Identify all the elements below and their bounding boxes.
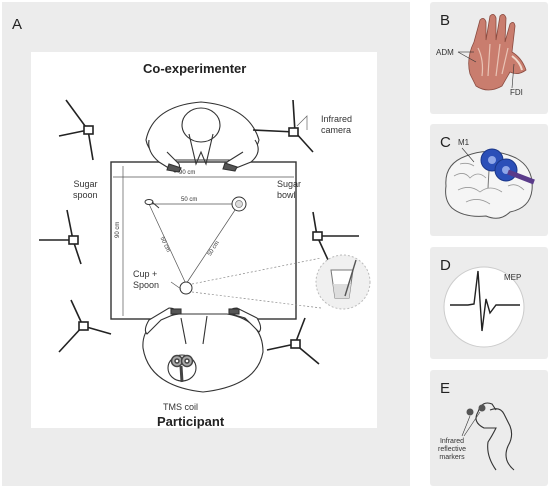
infrared-camera-ml — [39, 209, 82, 265]
panel-a: A — [2, 2, 410, 486]
infrared-camera-br — [266, 317, 320, 365]
cup-closeup — [315, 254, 371, 310]
experimental-setup-diagram — [39, 99, 371, 393]
panel-letter-e: E — [440, 380, 451, 397]
cup — [179, 281, 193, 295]
mep-label: MEP — [504, 273, 522, 282]
m1-label: M1 — [458, 138, 470, 147]
hand-muscles-illustration — [457, 14, 527, 91]
cup-spoon-label: Cup +Spoon — [133, 269, 160, 290]
panel-b: B ADM FDI — [430, 2, 548, 114]
dim-90-vertical: 90 cm — [115, 221, 121, 238]
dim-50-horizontal: 50 cm — [181, 197, 198, 203]
infrared-camera-mr — [312, 211, 359, 263]
panel-letter-b: B — [440, 12, 451, 29]
mep-waveform-illustration — [443, 266, 525, 348]
infrared-camera-bl — [58, 299, 112, 353]
dimension-lines — [113, 166, 294, 316]
panel-c: C M1 — [430, 124, 548, 236]
panel-letter-d: D — [440, 257, 451, 274]
brain-coil-illustration — [445, 147, 535, 219]
panel-letter-c: C — [440, 134, 451, 151]
panel-letter-a: A — [12, 16, 23, 33]
infrared-camera-tl — [58, 99, 94, 161]
camera-label-pointer — [296, 115, 308, 130]
infrared-camera-tr — [252, 99, 314, 153]
co-experimenter-title: Co-experimenter — [143, 61, 247, 76]
zoom-lines — [191, 257, 322, 309]
tms-coil-label: TMS coil — [163, 402, 199, 412]
co-experimenter-figure — [145, 101, 260, 173]
participant-figure — [142, 307, 264, 393]
dim-90-horizontal: 90 cm — [179, 170, 196, 176]
tms-coil — [170, 354, 194, 383]
sugar-spoon — [144, 199, 160, 209]
fdi-label: FDI — [510, 88, 523, 97]
finger-markers-illustration — [461, 402, 515, 471]
table — [110, 161, 297, 320]
panel-d: D MEP — [430, 247, 548, 359]
coil-icon — [480, 148, 535, 185]
participant-title: Participant — [157, 414, 225, 429]
adm-label: ADM — [436, 48, 454, 57]
